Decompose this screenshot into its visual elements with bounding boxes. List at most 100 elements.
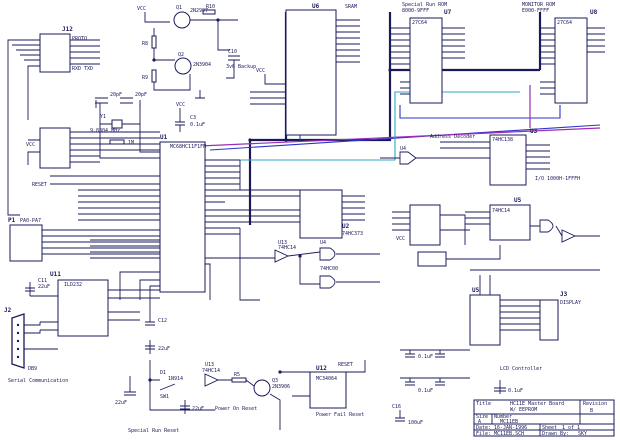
dec-val-3: 0.1uF (508, 388, 523, 394)
reset-label-bottom: RESET (338, 362, 353, 368)
lcd-caption: LCD Controller (500, 366, 542, 372)
d1-ref: D1 (160, 370, 166, 376)
u7-ref: U7 (444, 9, 452, 16)
reset-circuits: SW1 D1 1N914 22uF Special Run Reset U13 … (115, 360, 366, 434)
junctions (148, 18, 392, 382)
reset-cap: 22uF (115, 400, 127, 406)
u11-rs232: U11 ILD232 C11 22uF C12 22uF (25, 271, 170, 354)
tb-date-label: Date: (476, 425, 491, 431)
q1-part: 2N2907 (190, 8, 208, 14)
p1-note: PA0-PA7 (20, 218, 41, 224)
rs232-cap-val: 22uF (38, 284, 50, 290)
tb-num-label: Number (494, 414, 512, 420)
tb-title2: W/ EEPROM (510, 407, 537, 413)
tb-date: 16-JAN-1996 (494, 425, 527, 431)
q2-part: 2N3904 (193, 62, 211, 68)
tb-title-label: Title (476, 401, 491, 407)
u11-part: ILD232 (64, 282, 82, 288)
dec-cap-ref: C3 (190, 115, 196, 121)
p1-header: P1 PA0-PA7 (8, 217, 160, 262)
dec-cap-val: 0.1uF (190, 122, 205, 128)
u13-ref-b: U13 (205, 362, 214, 368)
dec-val-1: 0.1uF (418, 354, 433, 360)
r-feedback-val: 1M (128, 140, 134, 146)
u8-ref: U8 (590, 9, 598, 16)
oscillator: 20pF 20pF Y1 9.8304 MHz 1M C3 0.1uF VCC (90, 92, 205, 159)
vcc-label: VCC (137, 6, 146, 12)
r10-label: R10 (206, 4, 215, 10)
vcc-label-5: VCC (396, 236, 405, 242)
tb-drawn-label: Drawn By: (542, 431, 569, 437)
u7-title: Special Run ROM (402, 2, 447, 8)
rs232-cap2-val: 22uF (158, 346, 170, 352)
lcd-chip-ref: U5 (472, 287, 480, 294)
tb-drawn: SKY (578, 431, 587, 437)
io-range: I/O 1000H-1FFFH (535, 176, 580, 182)
u1-ref: U1 (160, 134, 168, 141)
tb-num: MC11EB (500, 419, 518, 425)
special-run-logic: VCC (392, 204, 501, 267)
tb-rev: B (590, 408, 593, 414)
u6-ref: U6 (312, 3, 320, 10)
left-connector: VCC RESET (26, 127, 160, 188)
special-run-reset-caption: Special Run Reset (128, 428, 179, 434)
j12-header: J12 PROTO RXD TXD (7, 26, 100, 216)
por-cap: 22uF (192, 406, 204, 412)
u1-mcu: U1 MC68HC11F1FN (78, 134, 300, 310)
u6-sram: U6 SRAM VCC (250, 3, 360, 136)
address-decoder: Address Decoder U4 U3 74HC138 I/O 1000H-… (380, 128, 580, 186)
vcc-label-4: VCC (256, 68, 265, 74)
xtal-cap1: 20pF (110, 92, 122, 98)
crystal-freq: 9.8304 MHz (90, 128, 120, 134)
u8-rom: MONITOR ROM E000-FFFF U8 27C64 (522, 2, 605, 104)
r-feedback (109, 139, 125, 145)
u5-part: 74HC14 (492, 208, 510, 214)
xtal-cap2: 20pF (135, 92, 147, 98)
sw1-ref: SW1 (160, 394, 169, 400)
decoupling-caps: 0.1uF 0.1uF C16 100uF 0.1uF (392, 349, 523, 426)
q1-ref: Q1 (176, 5, 182, 11)
q2-transistor (174, 57, 192, 75)
u7-part: 27C64 (412, 20, 427, 26)
u2-latch: U2 74HC373 (225, 160, 365, 239)
q1-transistor (173, 11, 191, 29)
tb-file-label: File: (476, 431, 491, 437)
bulk-cap-val: 100uF (408, 420, 423, 426)
u7-rom: Special Run ROM 8000-9FFF U7 27C64 (390, 2, 465, 104)
u3-ref: U3 (530, 128, 538, 135)
u11-ref: U11 (50, 271, 61, 278)
j12-header-name: PROTO (72, 36, 87, 42)
u1-part: MC68HC11F1FN (170, 144, 206, 150)
por-resistor (231, 377, 247, 383)
tb-sheet: 1 of 1 (562, 425, 580, 431)
r8-label: R8 (142, 41, 148, 47)
q3-transistor (253, 379, 271, 397)
p1-ref: P1 (8, 217, 16, 224)
j12-ref: J12 (62, 26, 73, 33)
crystal-ref: Y1 (100, 114, 106, 120)
tb-size-label: Size (476, 414, 488, 420)
backup-note: 3v6 Backup (226, 64, 256, 70)
j12-pins: RXD TXD (72, 66, 93, 72)
serial-comm-caption: Serial Communication (8, 378, 68, 384)
r9-label: R9 (142, 75, 148, 81)
u4a-label: U4 (400, 146, 406, 152)
lcd-hdr-note: DISPLAY (560, 300, 581, 306)
power-on-reset-caption: Power On Reset (215, 406, 257, 412)
r10-resistor (202, 9, 216, 15)
j2-ref: J2 (4, 307, 12, 314)
gating-logic: U13 74HC14 U4 74HC00 (239, 228, 380, 301)
addr-decoder-title: Address Decoder (430, 134, 475, 140)
dec-val-2: 0.1uF (418, 388, 433, 394)
u8-title: MONITOR ROM (522, 2, 555, 8)
u13-ref-a: U13 (278, 240, 287, 246)
tb-size: A (478, 419, 481, 425)
u6-part: SRAM (345, 4, 357, 10)
bulk-cap-ref: C16 (392, 404, 401, 410)
u12-part: MC34064 (316, 376, 337, 382)
u4-ref: U4 (320, 240, 326, 246)
tb-title: HC11E Master Board (510, 401, 564, 407)
u2-ref: U2 (342, 223, 350, 230)
u8-part: 27C64 (557, 20, 572, 26)
